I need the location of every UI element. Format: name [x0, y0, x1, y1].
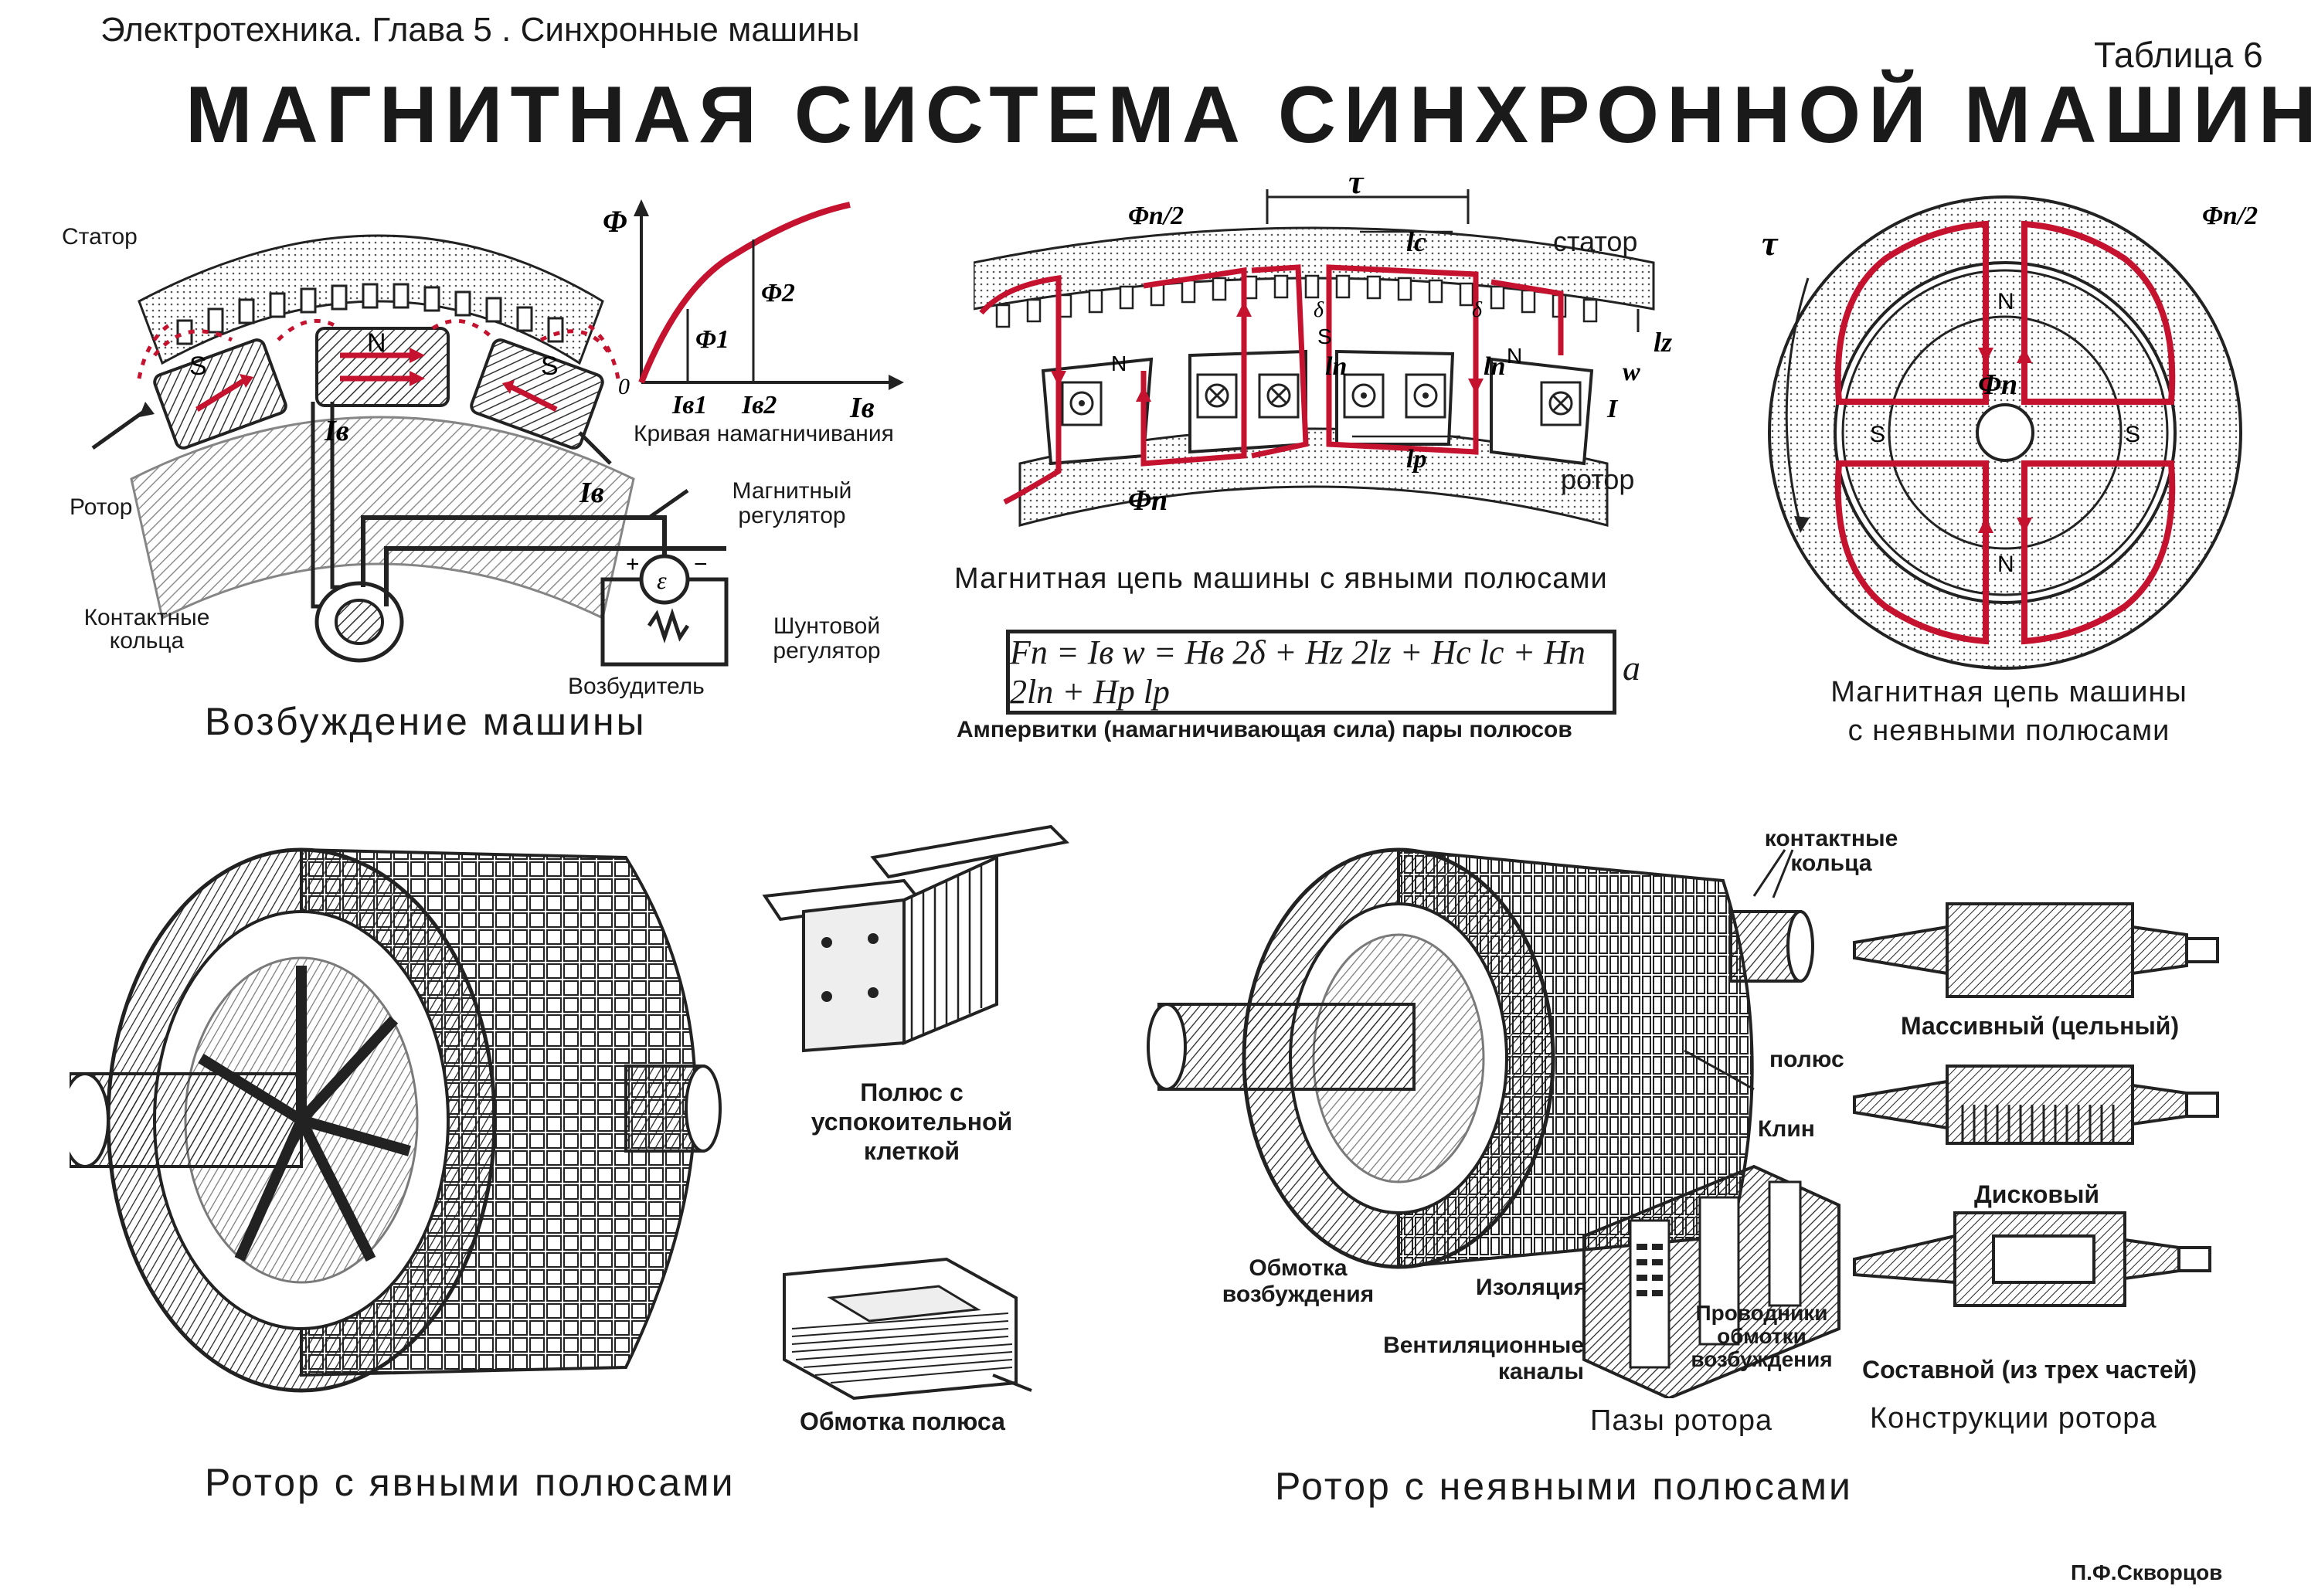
- caption-rotor-slots: Пазы ротора: [1590, 1404, 1773, 1437]
- curve-ib1: Iв1: [671, 391, 707, 419]
- salient-s-1: S: [1317, 324, 1332, 348]
- label-nonsalient-pole: полюс: [1769, 1047, 1844, 1072]
- salient-ln-1: lп: [1325, 352, 1347, 381]
- shaft: [1976, 403, 2034, 462]
- salient-delta-1: δ: [1314, 298, 1324, 322]
- pole-s-right: [470, 338, 604, 450]
- salient-w: w: [1623, 358, 1640, 386]
- salient-stator-label: статор: [1553, 226, 1638, 257]
- caption-nonsalient-line1: Магнитная цепь машины: [1830, 676, 2187, 708]
- formula-tag: a: [1623, 648, 1640, 688]
- label-slip-rings: Контактные кольца: [83, 605, 210, 654]
- shaft: [1157, 1003, 1416, 1091]
- caption-excitation: Возбуждение машины: [205, 700, 647, 743]
- caption-salient-rotor: Ротор с явными полюсами: [205, 1461, 736, 1504]
- label-wedge: Клин: [1758, 1116, 1815, 1142]
- pole-s-left: [153, 338, 287, 450]
- salient-circuit-diagram: τ Φп/2 Φп lс lz lп lп lр δ δ w I N S N: [974, 178, 1672, 527]
- label-stator: Статор: [62, 224, 138, 250]
- magnetization-curve: Φ 0 Φ1 Φ2 Iв1 Iв2 Iв: [603, 199, 904, 424]
- current-label-ib-2: Iв: [579, 477, 604, 509]
- caption-nonsalient-line2: с неявными полюсами: [1847, 715, 2170, 747]
- label-exciter: Возбудитель: [568, 674, 705, 699]
- subject-header: Электротехника. Глава 5 . Синхронные маш…: [100, 11, 860, 49]
- nonsalient-n-top: N: [1997, 289, 2014, 314]
- label-conductors: Проводники обмотки возбуждения: [1691, 1301, 1833, 1371]
- nonsalient-phi-half: Φп/2: [2202, 202, 2258, 230]
- caption-nonsalient-rotor: Ротор с неявными полюсами: [1275, 1465, 1853, 1508]
- plus-sign: +: [626, 552, 640, 577]
- salient-phi-half: Φп/2: [1128, 202, 1184, 230]
- nonsalient-n-bottom: N: [1997, 552, 2014, 577]
- nonsalient-s-left: S: [1870, 422, 1885, 447]
- salient-tau: τ: [1348, 178, 1365, 201]
- rotor-slots-drawing: [1582, 1164, 1840, 1398]
- nonsalient-rotor-drawing: [1147, 847, 1814, 1269]
- magnetization-curve-line: [638, 202, 851, 384]
- salient-lc: lс: [1406, 226, 1426, 257]
- caption-magnetization: Кривая намагничивания: [634, 421, 894, 447]
- page-title: МАГНИТНАЯ СИСТЕМА СИНХРОННОЙ МАШИНЫ: [185, 70, 2318, 160]
- table-number: Таблица 6: [2094, 35, 2263, 75]
- excitation-diagram: S N S Iв Iв ε + −: [91, 234, 729, 667]
- pole-label-s1: S: [189, 351, 207, 381]
- salient-n-1: N: [1111, 351, 1127, 375]
- pole-n-center: [315, 327, 450, 407]
- label-design-disk: Дисковый: [1974, 1180, 2100, 1208]
- curve-x-axis: Iв: [849, 392, 875, 424]
- author-signature: П.Ф.Скворцов: [2071, 1560, 2223, 1584]
- label-nonsalient-slip-rings: контактные кольца: [1764, 826, 1898, 876]
- nonsalient-flux: [1834, 220, 2176, 645]
- curve-origin: 0: [618, 374, 630, 399]
- label-rotor: Ротор: [70, 494, 133, 520]
- curve-phi1: Φ1: [695, 325, 729, 354]
- salient-lz: lz: [1654, 327, 1672, 358]
- salient-ln-2: lп: [1484, 352, 1505, 381]
- salient-lp: lр: [1406, 445, 1426, 474]
- design-massive: [1853, 902, 2219, 998]
- salient-delta-2: δ: [1472, 298, 1483, 322]
- caption-pole-winding: Обмотка полюса: [800, 1408, 1005, 1435]
- label-excitation-winding: Обмотка возбуждения: [1222, 1255, 1375, 1307]
- caption-formula: Ампервитки (намагничивающая сила) пары п…: [957, 717, 1572, 742]
- pole-with-cage-drawing: [762, 824, 1070, 1053]
- flux-paths: [979, 264, 1564, 505]
- shunt-regulator: [647, 608, 690, 643]
- salient-phi-n: Φп: [1128, 484, 1167, 517]
- coil-conductors: [1061, 373, 1582, 426]
- pole-label-n: N: [367, 328, 386, 358]
- curve-ib2: Iв2: [741, 391, 777, 419]
- nonsalient-s-right: S: [2125, 422, 2140, 447]
- label-magnetic-regulator: Магнитный регулятор: [732, 478, 852, 528]
- salient-n-2: N: [1507, 344, 1522, 368]
- nonsalient-circuit-diagram: τ Φп/2 Φп N N S S: [1762, 195, 2258, 670]
- current-label-ib: Iв: [324, 415, 349, 447]
- salient-rotor-label: ротор: [1561, 464, 1635, 495]
- design-disk: [1853, 1065, 2219, 1145]
- label-shunt-regulator: Шунтовой регулятор: [773, 613, 881, 664]
- salient-i: I: [1606, 395, 1619, 423]
- curve-y-axis: Φ: [603, 204, 627, 239]
- salient-rotor-drawing: [70, 847, 722, 1393]
- minus-sign: −: [694, 552, 708, 577]
- nonsalient-tau: τ: [1762, 223, 1779, 263]
- nonsalient-phi-n: Φп: [1978, 368, 2017, 401]
- label-ventilation: Вентиляционные каналы: [1383, 1333, 1584, 1384]
- label-design-composite: Составной (из трех частей): [1862, 1356, 2197, 1384]
- design-composite: [1853, 1211, 2211, 1307]
- emf-symbol: ε: [657, 566, 667, 594]
- label-insulation: Изоляция: [1476, 1275, 1588, 1300]
- label-design-massive: Массивный (цельный): [1901, 1012, 2180, 1040]
- formula-box: Fп = Iв w = Hв 2δ + Hz 2lz + Hc lc + Hп …: [1006, 630, 1616, 715]
- pole-label-s2: S: [541, 351, 559, 381]
- pole-winding-drawing: [783, 1257, 1032, 1401]
- formula-text: Fп = Iв w = Hв 2δ + Hz 2lz + Hc lc + Hп …: [1010, 633, 1586, 711]
- caption-pole-with-cage: Полюс с успокоительной клеткой: [811, 1078, 1013, 1165]
- caption-rotor-designs: Конструкции ротора: [1870, 1402, 2157, 1435]
- caption-salient-circuit: Магнитная цепь машины с явными полюсами: [954, 562, 1608, 595]
- curve-phi2: Φ2: [761, 279, 795, 307]
- rotor-designs-drawing: [1853, 902, 2219, 1307]
